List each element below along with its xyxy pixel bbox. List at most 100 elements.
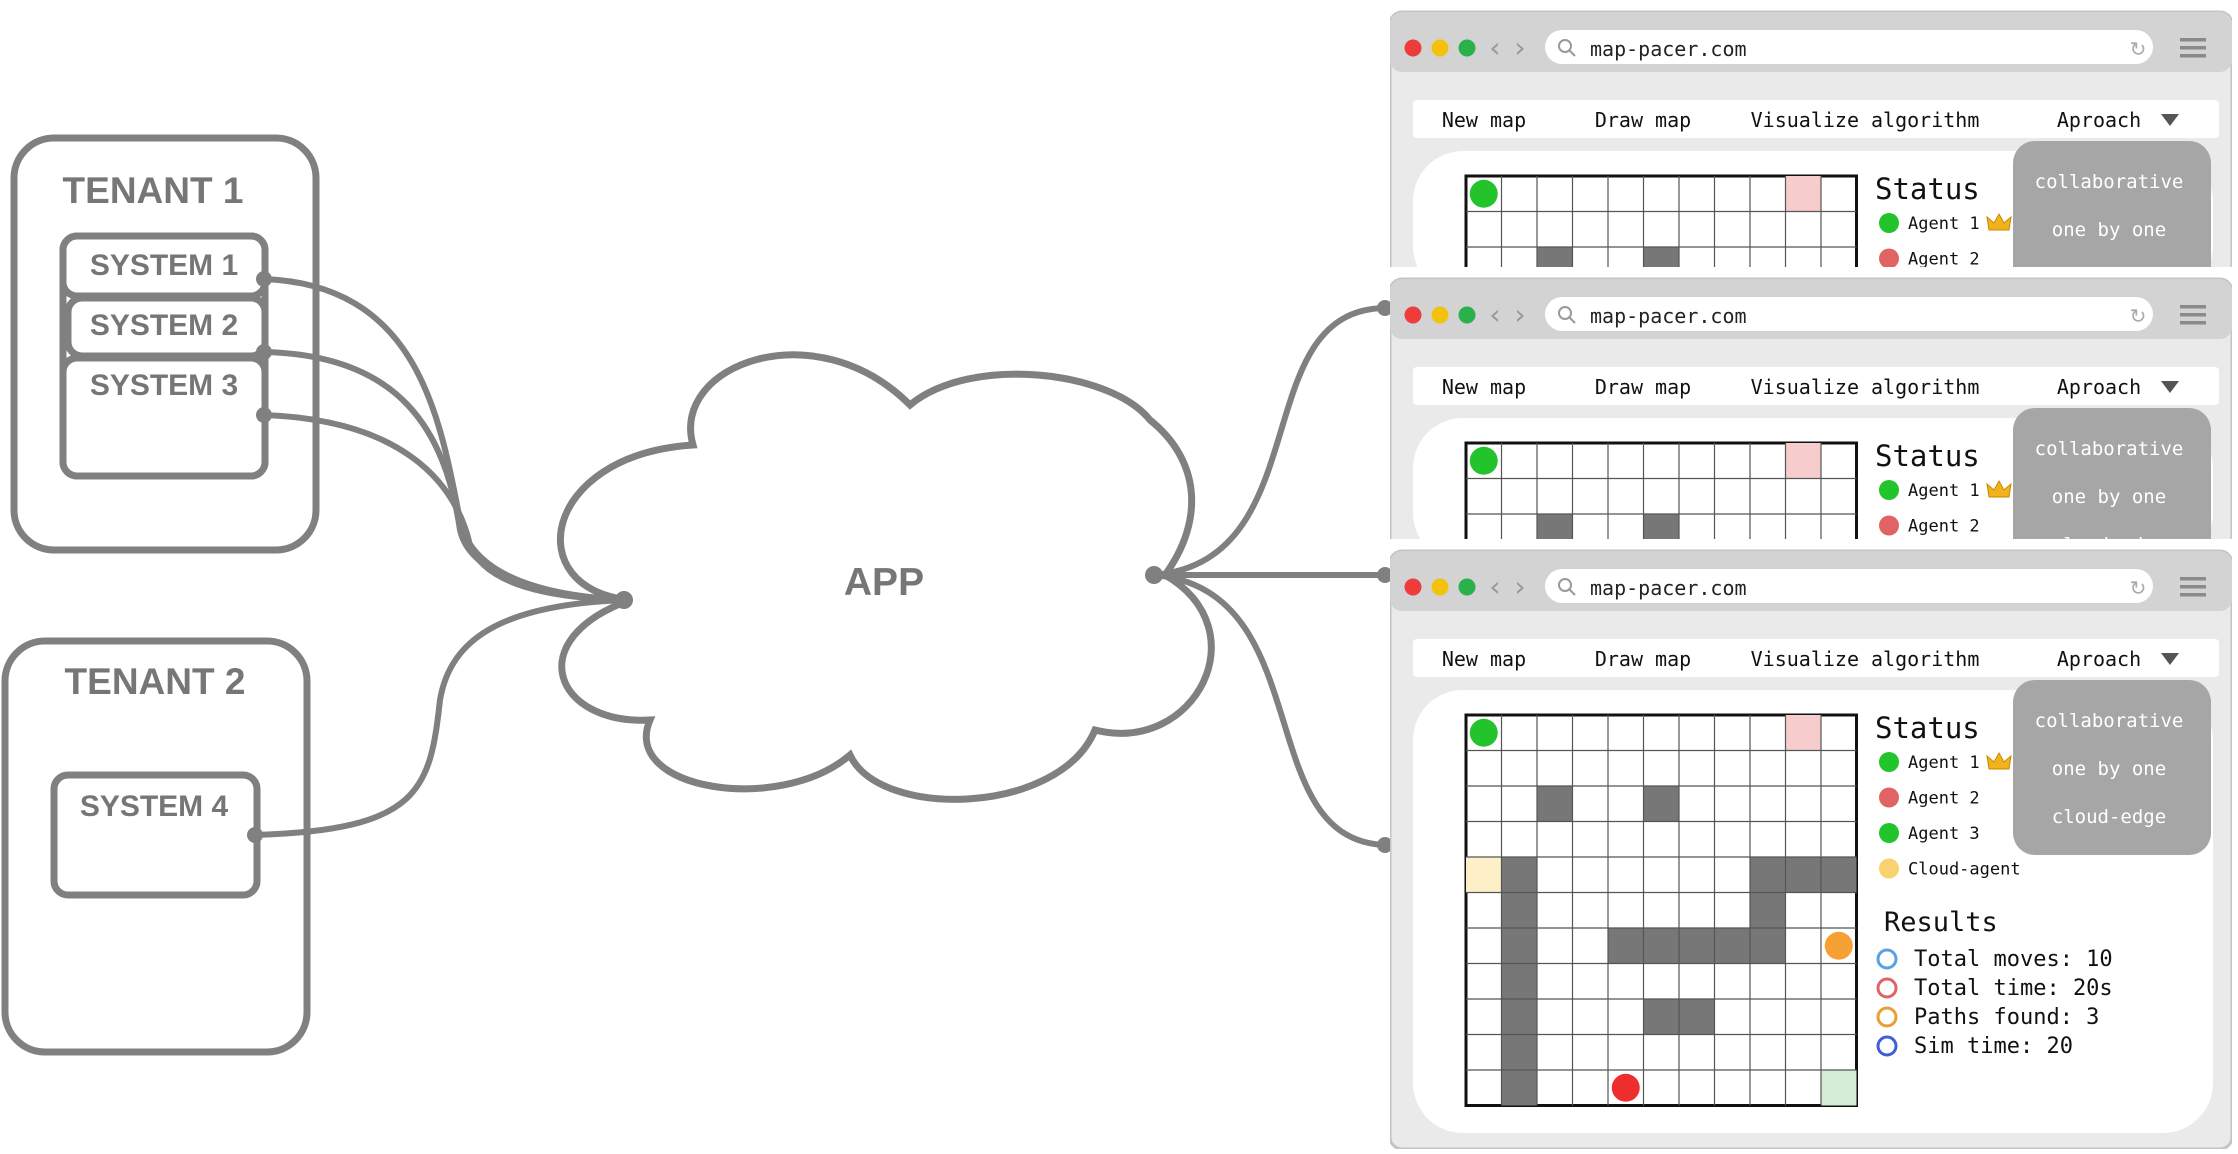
agent-2-legend-dot [1879,515,1899,536]
close-dot[interactable] [1404,39,1422,57]
agent-1-legend-label: Agent 1 [1908,753,1980,773]
chevron-down-icon[interactable] [2161,381,2179,393]
maximize-dot[interactable] [1458,39,1476,57]
menu-approach[interactable]: Aproach [2057,108,2141,132]
menu-new-map[interactable]: New map [1442,108,1526,132]
address-bar[interactable] [1545,569,2153,603]
reload-icon[interactable]: ↻ [2130,576,2147,600]
agent-2-legend-label: Agent 2 [1908,250,1980,270]
option-one-by-one[interactable]: one by one [2052,486,2166,508]
map-grid[interactable] [1464,174,1858,567]
system-2-label: SYSTEM 2 [90,309,238,342]
maximize-dot[interactable] [1458,578,1476,596]
tenant-1-label: TENANT 1 [63,170,244,211]
maximize-dot[interactable] [1458,306,1476,324]
close-dot[interactable] [1404,306,1422,324]
reload-icon[interactable]: ↻ [2130,304,2147,328]
crown-icon [1986,212,2012,231]
hamburger-menu-icon[interactable] [2180,577,2206,597]
map-icon [1876,1006,1898,1028]
obstacle-cell [1750,928,1786,964]
url-text: map-pacer.com [1590,37,1747,61]
app-connectors [1153,305,1386,848]
agent-1-legend-label: Agent 1 [1908,214,1980,234]
menu-approach[interactable]: Aproach [2057,647,2141,671]
hamburger-menu-icon[interactable] [2180,305,2206,325]
obstacle-cell [1643,247,1679,267]
minimize-dot[interactable] [1431,578,1449,596]
option-cloud-edge[interactable]: cloud-edge [2052,806,2166,828]
menu-draw-map[interactable]: Draw map [1595,647,1691,671]
approach-dropdown[interactable] [2013,680,2211,855]
obstacle-cell [1643,928,1679,964]
agent-1-token [1469,718,1498,747]
back-icon[interactable]: ‹ [1489,298,1500,331]
obstacle-cell [1679,999,1715,1035]
obstacle-cell [1643,786,1679,822]
map-grid[interactable] [1464,713,1858,1107]
approach-dropdown[interactable] [2013,141,2211,316]
option-one-by-one[interactable]: one by one [2052,758,2166,780]
obstacle-cell [1750,857,1786,893]
approach-dropdown[interactable] [2013,408,2211,583]
reload-icon[interactable]: ↻ [2130,37,2147,61]
cloud-agent-legend-dot [1879,858,1899,879]
minimize-dot[interactable] [1431,306,1449,324]
agent-2-token [1611,1073,1640,1102]
menu-bar [1413,639,2219,677]
option-collaborative[interactable]: collaborative [2035,710,2184,732]
option-collaborative[interactable]: collaborative [2035,171,2184,193]
agent-1-legend-label: Agent 1 [1908,481,1980,501]
close-dot[interactable] [1404,578,1422,596]
menu-visualize-algorithm[interactable]: Visualize algorithm [1751,108,1980,132]
forward-icon[interactable]: › [1514,31,1525,64]
menu-draw-map[interactable]: Draw map [1595,108,1691,132]
footsteps-icon [1876,948,1898,970]
map-grid[interactable] [1464,441,1858,834]
back-icon[interactable]: ‹ [1489,570,1500,603]
option-cloud-edge[interactable]: cloud-edge [2052,534,2166,556]
forward-icon[interactable]: › [1514,298,1525,331]
agent-3-legend-label: Agent 3 [1908,824,1980,844]
hamburger-menu-icon[interactable] [2180,38,2206,58]
minimize-dot[interactable] [1431,39,1449,57]
browser-connector-dots [1377,300,1393,853]
chevron-down-icon[interactable] [2161,114,2179,126]
result-item: Sim time: 20 [1914,1034,2073,1059]
goal-cell [1785,176,1821,212]
menu-new-map[interactable]: New map [1442,647,1526,671]
forward-icon[interactable]: › [1514,570,1525,603]
menu-visualize-algorithm[interactable]: Visualize algorithm [1751,647,1980,671]
obstacle-cell [1537,786,1573,822]
system-1-label: SYSTEM 1 [90,249,238,282]
agent-1-token [1469,179,1498,208]
app-cloud: APP [556,351,1215,803]
obstacle-cell [1679,928,1715,964]
menu-new-map[interactable]: New map [1442,375,1526,399]
obstacle-cell [1785,857,1821,893]
obstacle-cell [1643,514,1679,539]
tenant-2-box [1,637,311,1056]
agent-2-legend-dot [1879,787,1899,808]
chevron-down-icon[interactable] [2161,653,2179,665]
obstacle-cell [1501,928,1537,964]
tenant-2-label: TENANT 2 [65,661,246,702]
obstacle-cell [1643,999,1679,1035]
crown-icon [1986,479,2012,498]
agent-2-legend-label: Agent 2 [1908,517,1980,537]
status-title: Status [1875,172,1980,206]
app-in-port [615,591,633,609]
system-3-label: SYSTEM 3 [90,369,238,402]
address-bar[interactable] [1545,30,2153,64]
obstacle-cell [1714,928,1750,964]
menu-approach[interactable]: Aproach [2057,375,2141,399]
menu-draw-map[interactable]: Draw map [1595,375,1691,399]
back-icon[interactable]: ‹ [1489,31,1500,64]
results-title: Results [1884,907,1998,938]
menu-visualize-algorithm[interactable]: Visualize algorithm [1751,375,1980,399]
address-bar[interactable] [1545,297,2153,331]
option-collaborative[interactable]: collaborative [2035,438,2184,460]
option-one-by-one[interactable]: one by one [2052,219,2166,241]
